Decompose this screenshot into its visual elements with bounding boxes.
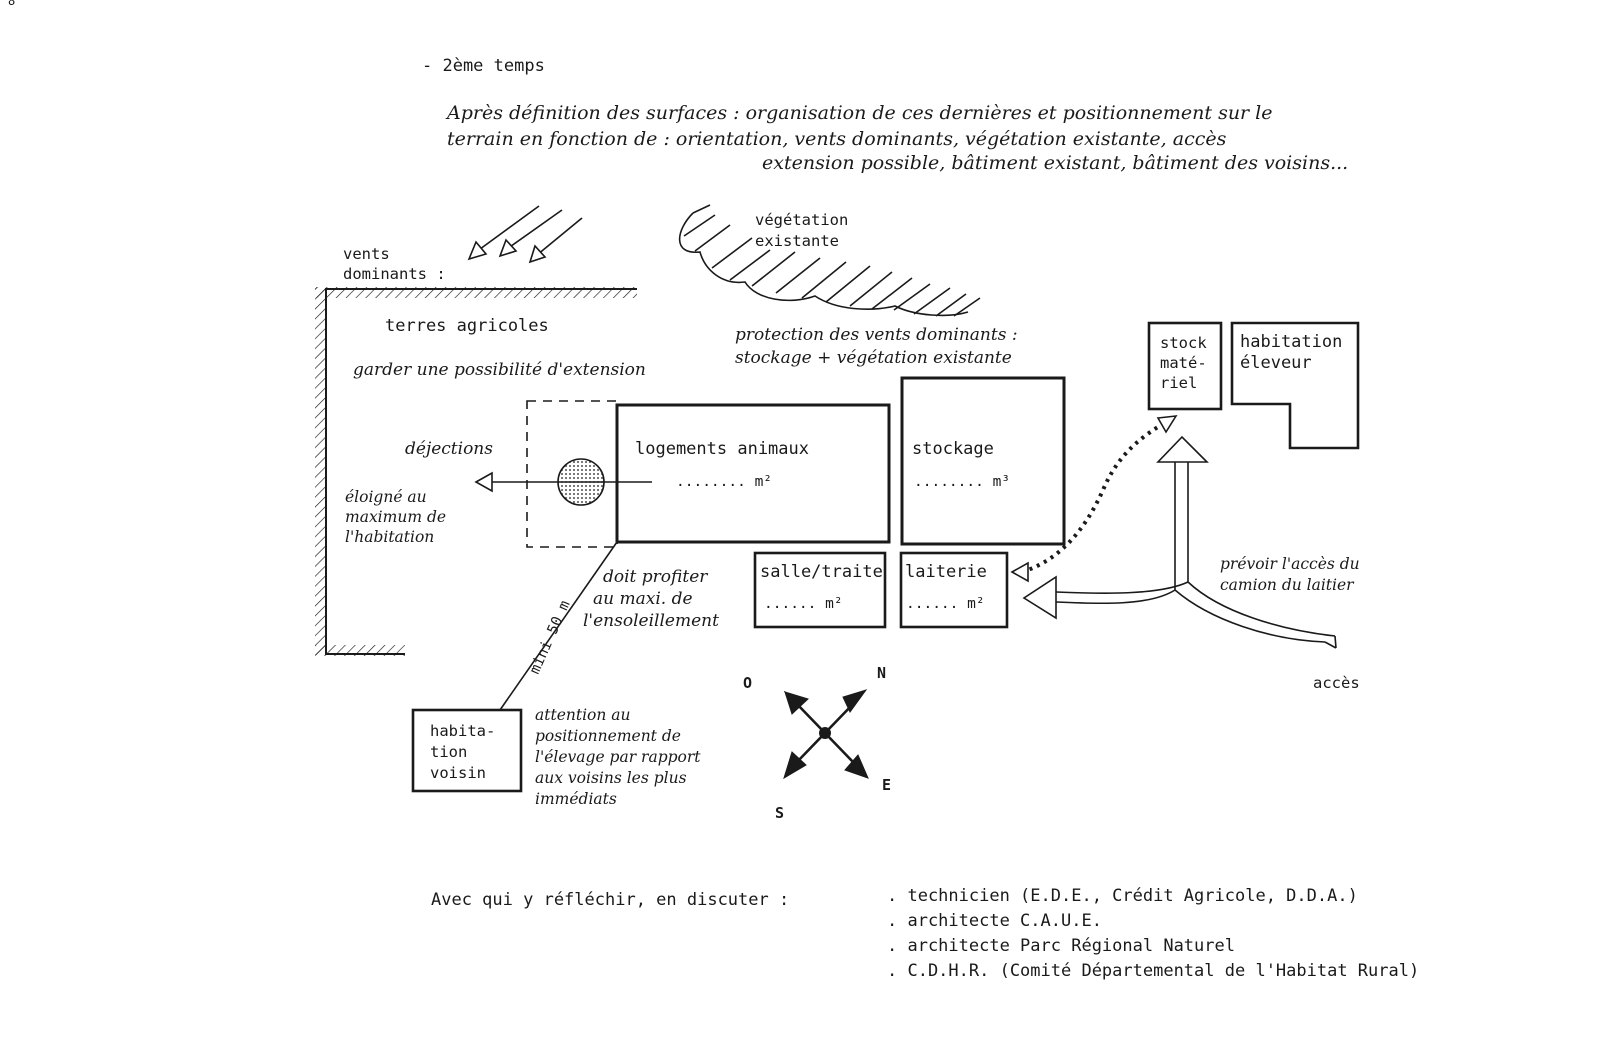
- eloigne-label-line-3: l'habitation: [345, 528, 435, 546]
- camion-label-line-2: camion du laitier: [1220, 576, 1354, 594]
- protection-label-line-1: protection des vents dominants :: [735, 325, 1018, 345]
- vegetation-hatch: [678, 204, 981, 317]
- stockage-label: stockage: [912, 439, 994, 459]
- voisin-label-line-2: tion: [430, 743, 468, 761]
- eloigne-label-line-2: maximum de: [345, 508, 447, 526]
- compass-west-label: O: [743, 674, 752, 692]
- distance-line: [499, 541, 618, 711]
- dejections-label: déjections: [405, 439, 493, 459]
- building-logements-animaux: [615, 403, 891, 544]
- protection-label-line-2: stockage + végétation existante: [735, 348, 1012, 368]
- intro-line-3: extension possible, bâtiment existant, b…: [762, 152, 1349, 174]
- distance-label: mini 50 m: [527, 598, 574, 677]
- wind-label-line-2: dominants :: [343, 265, 446, 283]
- contact-item: . architecte Parc Régional Naturel: [887, 936, 1235, 956]
- stock-materiel-label-line-2: maté-: [1160, 354, 1207, 372]
- page-number: 8: [8, 0, 16, 8]
- stock-materiel-label-line-3: riel: [1160, 374, 1198, 392]
- attention-label-line-1: attention au: [535, 706, 631, 724]
- compass-north-label: N: [877, 664, 886, 682]
- dotted-service-path: [1010, 415, 1178, 583]
- extension-label: garder une possibilité d'extension: [353, 360, 646, 380]
- attention-label-line-4: aux voisins les plus: [535, 769, 687, 787]
- stock-materiel-label-line-1: stock: [1160, 334, 1207, 352]
- sunlight-label-line-1: doit profiter: [603, 567, 708, 587]
- attention-label-line-2: positionnement de: [535, 727, 681, 745]
- salle-traite-area: ...... m²: [764, 596, 843, 612]
- land-boundary: [315, 287, 637, 656]
- laiterie-area: ...... m²: [906, 596, 985, 612]
- vegetation-label-line-2: existante: [755, 232, 839, 250]
- acces-label: accès: [1313, 674, 1360, 692]
- building-stockage: [900, 376, 1066, 546]
- building-stock-materiel: [1147, 321, 1223, 411]
- compass-rose: [783, 689, 869, 780]
- vegetation-label-line-1: végétation: [755, 211, 849, 229]
- laiterie-label: laiterie: [905, 562, 987, 582]
- logements-label: logements animaux: [635, 439, 809, 459]
- attention-label-line-5: immédiats: [535, 790, 617, 808]
- salle-traite-label: salle/traite: [760, 562, 883, 582]
- voisin-label-line-3: voisin: [430, 764, 486, 782]
- building-habitation-eleveur: [1230, 321, 1360, 450]
- intro-line-2: terrain en fonction de : orientation, ve…: [447, 128, 1227, 150]
- manure-pit: [557, 458, 605, 506]
- compass-south-label: S: [775, 804, 784, 822]
- building-salle-traite: [753, 551, 887, 629]
- intro-line-1: Après définition des surfaces : organisa…: [447, 102, 1273, 124]
- habitation-eleveur-label-line-1: habitation: [1240, 332, 1343, 352]
- eloigne-label-line-1: éloigné au: [345, 488, 427, 506]
- logements-area: ........ m²: [676, 474, 773, 490]
- contacts-intro: Avec qui y réfléchir, en discuter :: [431, 890, 790, 910]
- terres-agricoles-label: terres agricoles: [385, 316, 549, 336]
- contact-item: . technicien (E.D.E., Crédit Agricole, D…: [887, 886, 1358, 906]
- compass-east-label: E: [882, 776, 891, 794]
- sunlight-label-line-2: au maxi. de: [593, 589, 693, 609]
- sunlight-label-line-3: l'ensoleillement: [583, 611, 719, 631]
- camion-label-line-1: prévoir l'accès du: [1220, 555, 1360, 573]
- wind-label-line-1: vents: [343, 245, 390, 263]
- section-heading: - 2ème temps: [422, 56, 545, 76]
- stockage-volume: ........ m³: [914, 474, 1011, 490]
- wind-arrows: [467, 205, 583, 264]
- building-laiterie: [899, 551, 1009, 629]
- building-habitation-voisin: [411, 708, 523, 793]
- contact-item: . architecte C.A.U.E.: [887, 911, 1102, 931]
- habitation-eleveur-label-line-2: éleveur: [1240, 353, 1312, 373]
- voisin-label-line-1: habita-: [430, 722, 496, 740]
- attention-label-line-3: l'élevage par rapport: [535, 748, 701, 766]
- contact-item: . C.D.H.R. (Comité Départemental de l'Ha…: [887, 961, 1420, 981]
- access-road: [1022, 435, 1337, 649]
